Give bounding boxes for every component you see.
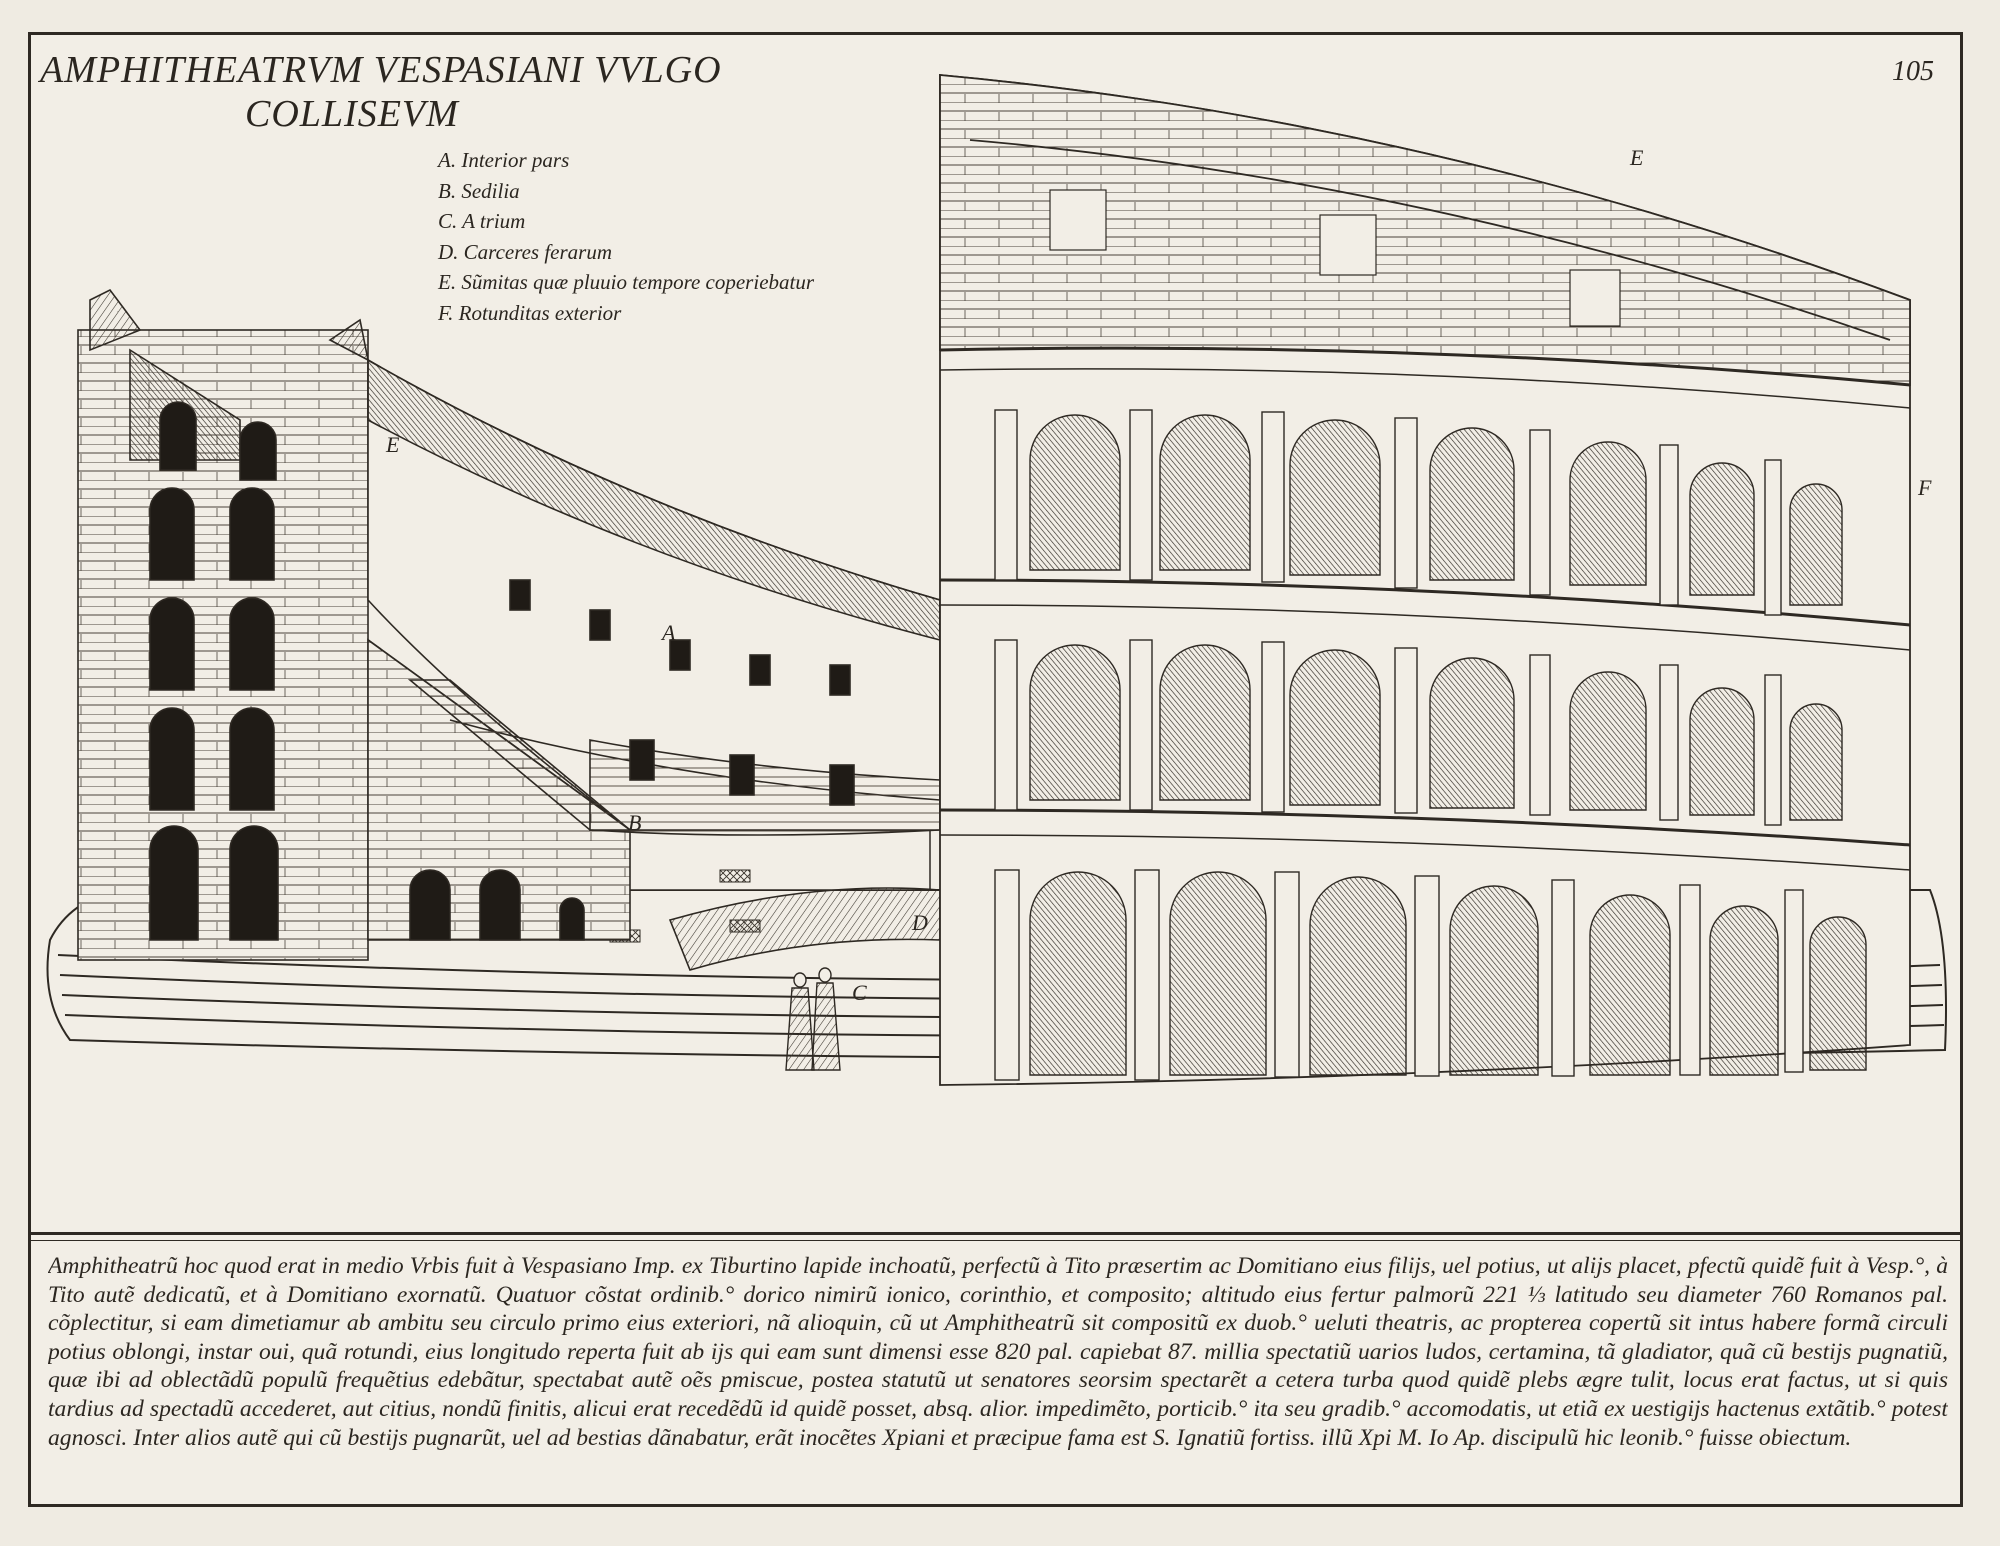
plate-title: AMPHITHEATRVM VESPASIANI VVLGO COLLISEVM xyxy=(40,48,722,136)
caption-divider-thin xyxy=(28,1240,1963,1241)
legend-item-e: E. Sũmitas quæ pluuio tempore coperiebat… xyxy=(438,270,815,294)
label-d: D xyxy=(911,910,928,935)
legend-item-f: F. Rotunditas exterior xyxy=(438,300,622,325)
label-a: A xyxy=(660,620,676,645)
legend-item-a: A. Interior pars xyxy=(438,148,570,172)
legend-item-c: C. A trium xyxy=(438,209,526,233)
label-f: F xyxy=(1917,475,1932,500)
legend-item-d: D. Carceres ferarum xyxy=(438,239,613,264)
page-number: 105 xyxy=(1892,56,1934,87)
seating-cavea xyxy=(367,358,941,971)
legend-item-b: B. Sedilia xyxy=(438,178,520,203)
caption-divider xyxy=(28,1232,1963,1235)
label-e-left: E xyxy=(385,432,400,457)
latin-caption-text: Amphitheatrũ hoc quod erat in medio Vrbi… xyxy=(48,1253,1948,1451)
left-section-ruin xyxy=(77,288,370,961)
label-e-top: E xyxy=(1629,145,1644,170)
arcade-arches xyxy=(994,409,1867,1081)
legend-key: A. Interior pars B. Sedilia C. A trium D… xyxy=(438,145,898,328)
colosseum-engraving: E A B C D E F xyxy=(46,74,1947,1086)
label-c: C xyxy=(852,980,867,1005)
outer-wall xyxy=(939,74,1911,1086)
title-line-2: COLLISEVM xyxy=(245,93,459,135)
two-figures xyxy=(785,967,841,1071)
title-line-1: AMPHITHEATRVM VESPASIANI VVLGO xyxy=(40,49,722,91)
label-b: B xyxy=(628,810,641,835)
